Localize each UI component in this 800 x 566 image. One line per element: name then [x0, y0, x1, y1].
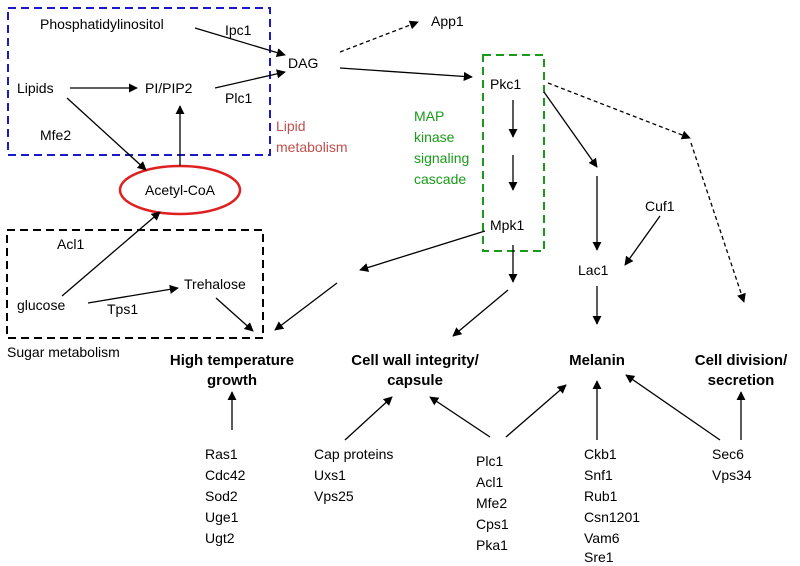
map-kinase-label: MAP kinase signaling cascade [414, 108, 469, 187]
node-acetyl-coa: Acetyl-CoA [145, 182, 216, 198]
gene-list-item: Pka1 [476, 537, 508, 553]
edge-mpk1-left [359, 230, 486, 272]
edge-trehalose-hightemp [215, 297, 254, 332]
gene-list-item: Csn1201 [584, 509, 640, 525]
edges [61, 27, 746, 441]
edge-cuf1-lac1 [624, 215, 661, 266]
gene-list-item: Cps1 [476, 516, 509, 532]
phenotype-high-temp-line-1: High temperature [170, 352, 294, 369]
lipid-label-line-1: Lipid [276, 118, 306, 134]
gene-list-item: Acl1 [476, 474, 503, 490]
phenotype-cell-wall-line-2: capsule [387, 372, 443, 389]
gene-list-item: Sre1 [584, 549, 614, 565]
phenotype-cell-wall: Cell wall integrity/ capsule [351, 352, 479, 389]
edge-mid-cellwall [452, 289, 509, 337]
gene-list-item: Ras1 [205, 446, 238, 462]
edge-glucose-trehalose [87, 284, 179, 304]
edge-label-tps1: Tps1 [107, 301, 138, 317]
node-lipids: Lipids [17, 80, 54, 96]
node-cuf1: Cuf1 [645, 198, 675, 214]
edge-pipip2-dag [214, 69, 286, 89]
edge-shared-melanin [505, 384, 567, 438]
edge-shared-cellwall [429, 396, 491, 438]
edge-dag-pkc1 [339, 67, 473, 81]
gene-list-item: Vps25 [314, 488, 354, 504]
edge-pkc1-right [543, 91, 598, 168]
edge-pkc1-dashed [547, 82, 691, 140]
gene-list-item: Sod2 [205, 488, 238, 504]
edge-glucose-acetylcoa [61, 211, 161, 297]
node-dag: DAG [288, 55, 318, 71]
map-label-line-2: kinase [414, 129, 455, 145]
phenotype-melanin: Melanin [569, 352, 625, 369]
map-label-line-4: cascade [414, 171, 466, 187]
gene-list-item: Mfe2 [476, 495, 507, 511]
node-pkc1: Pkc1 [490, 76, 521, 92]
phenotype-cell-division-line-1: Cell division/ [695, 352, 788, 369]
node-lac1: Lac1 [578, 262, 609, 278]
phenotype-cell-division-line-2: secretion [708, 372, 775, 389]
lipid-metabolism-box [7, 7, 271, 156]
edge-capgenes-cellwall [344, 396, 393, 441]
gene-list-item: Ckb1 [584, 446, 617, 462]
gene-list-item: Uge1 [205, 509, 239, 525]
edge-mid-hightemp [274, 282, 338, 331]
gene-list-melanin: Ckb1 Snf1 Rub1 Csn1201 Vam6 Sre1 [584, 446, 640, 565]
sugar-metabolism-label: Sugar metabolism [7, 344, 120, 360]
gene-list-high-temp: Ras1 Cdc42 Sod2 Uge1 Ugt2 [205, 446, 246, 546]
phenotype-high-temperature: High temperature growth [170, 352, 294, 389]
gene-list-item: Sec6 [712, 446, 744, 462]
edge-sec6-melanin [625, 374, 721, 441]
lipid-metabolism-label: Lipid metabolism [276, 118, 348, 155]
edge-phosphatidylinositol-dag [194, 27, 286, 58]
edge-lipids-acetylcoa [66, 97, 147, 171]
gene-list-item: Uxs1 [314, 467, 346, 483]
phenotype-cell-division: Cell division/ secretion [695, 352, 788, 389]
gene-list-item: Plc1 [476, 453, 503, 469]
edge-label-acl1: Acl1 [57, 236, 84, 252]
edge-label-plc1: Plc1 [225, 90, 252, 106]
gene-list-item: Vam6 [584, 530, 620, 546]
gene-list-cell-wall: Cap proteins Uxs1 Vps25 [314, 446, 393, 504]
dashed-edges [339, 20, 746, 303]
map-label-line-1: MAP [414, 108, 444, 124]
edge-label-mfe2: Mfe2 [40, 127, 71, 143]
gene-list-cell-division: Sec6 Vps34 [712, 446, 752, 483]
edge-dag-app1 [339, 20, 419, 53]
gene-list-item: Vps34 [712, 467, 752, 483]
node-pi-pip2: PI/PIP2 [145, 80, 193, 96]
gene-list-item: Rub1 [584, 488, 618, 504]
node-app1: App1 [431, 13, 464, 29]
gene-list-item: Cdc42 [205, 467, 246, 483]
phenotype-cell-wall-line-1: Cell wall integrity/ [351, 352, 479, 369]
phenotype-high-temp-line-2: growth [207, 372, 257, 389]
gene-list-item: Cap proteins [314, 446, 393, 462]
edge-label-ipc1: Ipc1 [225, 22, 252, 38]
edge-dashed-celldivision [690, 142, 746, 303]
map-label-line-3: signaling [414, 150, 469, 166]
lipid-label-line-2: metabolism [276, 139, 348, 155]
node-phosphatidylinositol: Phosphatidylinositol [40, 16, 164, 32]
gene-list-item: Ugt2 [205, 530, 235, 546]
node-mpk1: Mpk1 [490, 217, 524, 233]
node-trehalose: Trehalose [184, 276, 246, 292]
gene-list-item: Snf1 [584, 467, 613, 483]
gene-list-shared: Plc1 Acl1 Mfe2 Cps1 Pka1 [476, 453, 509, 553]
node-glucose: glucose [17, 297, 65, 313]
